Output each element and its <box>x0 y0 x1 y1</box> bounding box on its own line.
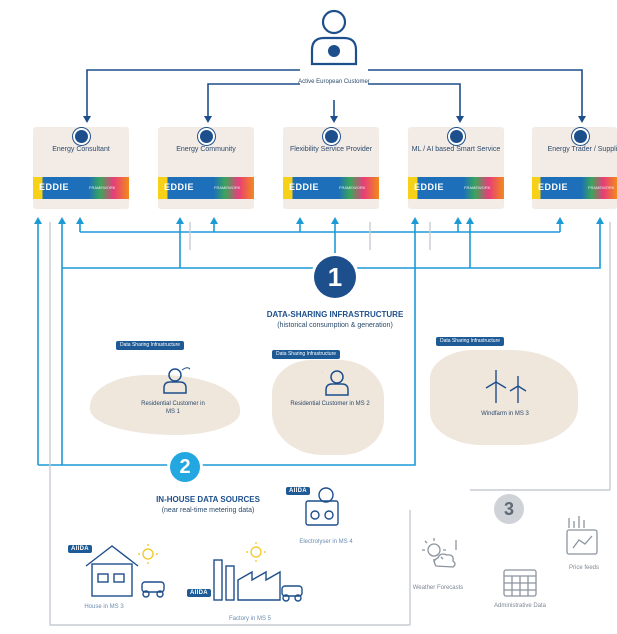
eddie-banner: EDDIE FRAMEWORK <box>532 177 617 199</box>
residential-customer-icon <box>160 366 193 399</box>
electrolyser-icon <box>300 485 344 534</box>
eddie-banner: EDDIE FRAMEWORK <box>158 177 254 199</box>
service-label: ML / AI based Smart Service <box>411 146 501 153</box>
eddie-banner: EDDIE FRAMEWORK <box>408 177 504 199</box>
map-ms2 <box>272 360 384 455</box>
eddie-logo: EDDIE <box>289 182 320 192</box>
eddie-sub: FRAMEWORK <box>588 185 615 190</box>
eddie-logo: EDDIE <box>39 182 70 192</box>
data-sharing-pill-3: Data Sharing Infrastructure <box>436 337 505 346</box>
aiida-label: AIIDA <box>187 589 211 597</box>
node-icon <box>325 130 338 143</box>
weather-label: Weather Forecasts <box>412 585 464 591</box>
node-icon <box>200 130 213 143</box>
house-label: House in MS 3 <box>84 604 124 610</box>
eddie-logo: EDDIE <box>538 182 569 192</box>
service-card-energy-trader: Energy Trader / Supplier EDDIE FRAMEWORK <box>532 127 617 209</box>
section-2-number: 2 <box>179 456 191 478</box>
residential-ms1-label: Residential Customer in MS 1 <box>141 401 205 415</box>
weather-icon <box>420 536 460 577</box>
service-label: Energy Community <box>176 146 236 153</box>
service-label: Energy Consultant <box>52 146 110 153</box>
data-sharing-pill-1: Data Sharing Infrastructure <box>116 341 185 350</box>
customer-icon <box>306 6 362 66</box>
service-label: Energy Trader / Supplier <box>547 146 617 153</box>
section-2-title: IN-HOUSE DATA SOURCES <box>156 495 260 504</box>
node-icon <box>75 130 88 143</box>
price-feeds-icon <box>565 514 601 563</box>
windfarm-icon <box>482 368 532 409</box>
node-icon <box>450 130 463 143</box>
eddie-logo: EDDIE <box>164 182 195 192</box>
aiida-label: AIIDA <box>68 545 92 553</box>
service-card-flexibility-provider: Flexibility Service Provider EDDIE FRAME… <box>283 127 379 209</box>
residential-customer-icon <box>315 368 352 401</box>
windfarm-label: Windfarm in MS 3 <box>481 411 529 417</box>
administrative-data-icon <box>500 566 540 603</box>
factory-icon <box>198 540 308 615</box>
price-feeds-label: Price feeds <box>568 565 599 571</box>
section-1-subtitle: (historical consumption & generation) <box>277 322 393 329</box>
map-ms3 <box>430 350 578 445</box>
house-icon <box>82 540 182 605</box>
service-label: Flexibility Service Provider <box>289 146 373 153</box>
eddie-banner: EDDIE FRAMEWORK <box>283 177 379 199</box>
service-card-energy-community: Energy Community EDDIE FRAMEWORK <box>158 127 254 209</box>
section-3-number: 3 <box>503 499 514 519</box>
factory-label: Factory in MS 5 <box>228 616 271 622</box>
eddie-sub: FRAMEWORK <box>89 185 116 190</box>
customer-label: Active European Customer <box>298 79 370 85</box>
eddie-sub: FRAMEWORK <box>339 185 366 190</box>
electrolyser-label: Electrolyser in MS 4 <box>299 539 353 545</box>
residential-ms2-label: Residential Customer in MS 2 <box>290 401 370 407</box>
service-card-smart-service: ML / AI based Smart Service EDDIE FRAMEW… <box>408 127 504 209</box>
section-1-number: 1 <box>327 262 343 292</box>
eddie-sub: FRAMEWORK <box>214 185 241 190</box>
service-card-energy-consultant: Energy Consultant EDDIE FRAMEWORK <box>33 127 129 209</box>
administrative-data-label: Administrative Data <box>493 603 547 609</box>
data-sharing-pill-2: Data Sharing Infrastructure <box>272 350 341 359</box>
section-2-subtitle: (near real-time metering data) <box>161 507 255 514</box>
node-icon <box>574 130 587 143</box>
eddie-logo: EDDIE <box>414 182 445 192</box>
aiida-label: AIIDA <box>286 487 310 495</box>
section-3-badge: 3 <box>494 494 524 524</box>
eddie-banner: EDDIE FRAMEWORK <box>33 177 129 199</box>
section-2-badge: 2 <box>170 452 200 482</box>
eddie-sub: FRAMEWORK <box>464 185 491 190</box>
section-1-badge: 1 <box>314 256 356 298</box>
section-1-title: DATA-SHARING INFRASTRUCTURE <box>266 310 404 319</box>
